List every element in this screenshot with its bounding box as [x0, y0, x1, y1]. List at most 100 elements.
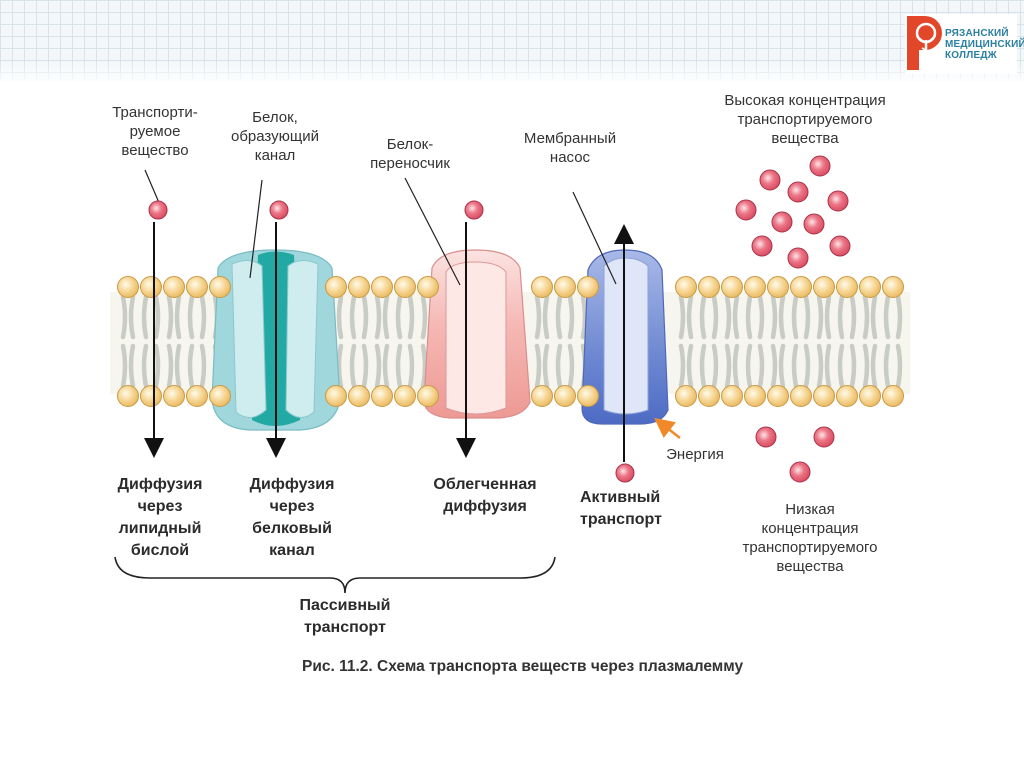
- molecule: [751, 235, 773, 257]
- lipid-tail: [395, 343, 403, 389]
- label-high-concentration: Высокая концентрация транспортируемого в…: [724, 92, 886, 147]
- lipid-head: [790, 385, 812, 407]
- molecule: [789, 461, 811, 483]
- lipid-head: [348, 385, 370, 407]
- lipid-head: [790, 276, 812, 298]
- energy-arrow-icon: [654, 417, 681, 439]
- label-diffusion-protein-channel: Диффузия через белковый канал: [249, 476, 335, 559]
- lipid-head: [163, 385, 185, 407]
- lipid-head: [721, 385, 743, 407]
- pointer-line-pump: [572, 191, 617, 285]
- lipid-tail: [420, 343, 428, 389]
- lipid-tail: [745, 294, 753, 340]
- lipid-tail: [407, 294, 415, 340]
- lipid-tail: [166, 294, 174, 340]
- low-concentration-molecules: [755, 426, 835, 483]
- lipid-head: [859, 276, 881, 298]
- college-name-line-2: МЕДИЦИНСКИЙ: [945, 39, 1024, 50]
- lipid-head: [554, 276, 576, 298]
- molecule-active-transport: [615, 463, 635, 483]
- lipid-tail: [791, 294, 799, 340]
- lipid-head: [394, 385, 416, 407]
- lipid-head: [675, 276, 697, 298]
- rzmk-logo-icon: [907, 16, 942, 70]
- molecule: [787, 181, 809, 203]
- lipid-head: [767, 385, 789, 407]
- label-active-transport: Активный транспорт: [580, 489, 662, 528]
- lipid-head: [813, 276, 835, 298]
- lipid-tail: [678, 343, 686, 389]
- lipid-head: [348, 276, 370, 298]
- lipid-tail: [686, 294, 694, 340]
- carrier-protein: [423, 249, 531, 419]
- lipid-head: [836, 276, 858, 298]
- lipid-tail: [199, 343, 207, 389]
- lipid-head: [186, 276, 208, 298]
- lipid-tail: [336, 343, 344, 389]
- lipid-tail: [555, 343, 563, 389]
- lipid-tail: [120, 343, 128, 389]
- college-name-line-3: КОЛЛЕДЖ: [945, 50, 997, 61]
- lipid-tail: [803, 294, 811, 340]
- label-channel-protein: Белок, образующий канал: [230, 109, 319, 164]
- lipid-tail: [336, 294, 344, 340]
- lipid-tail: [699, 343, 707, 389]
- lipid-tail: [770, 294, 778, 340]
- lipid-tail: [374, 294, 382, 340]
- lipid-head: [721, 276, 743, 298]
- lipid-head: [813, 385, 835, 407]
- molecule-lipid-diffusion: [148, 200, 168, 220]
- lipid-tail: [757, 294, 765, 340]
- lipid-head: [117, 276, 139, 298]
- lipid-heads: [117, 276, 904, 407]
- lipid-tail: [791, 343, 799, 389]
- lipid-head: [531, 385, 553, 407]
- lipid-tail: [732, 343, 740, 389]
- lipid-head: [140, 385, 162, 407]
- lipid-head: [859, 385, 881, 407]
- lipid-head: [744, 276, 766, 298]
- lipid-tail: [361, 294, 369, 340]
- label-facilitated-diffusion: Облегченная диффузия: [433, 476, 537, 515]
- lipid-head: [117, 385, 139, 407]
- lipid-tail: [883, 343, 891, 389]
- lipid-tail: [711, 343, 719, 389]
- lipid-head: [394, 276, 416, 298]
- lipid-head: [698, 385, 720, 407]
- lipid-head: [698, 276, 720, 298]
- lipid-head: [767, 276, 789, 298]
- lipid-tail: [778, 343, 786, 389]
- lipid-head: [882, 385, 904, 407]
- lipid-tail: [745, 343, 753, 389]
- lipid-tail: [567, 343, 575, 389]
- molecule: [771, 211, 793, 233]
- lipid-tail: [349, 294, 357, 340]
- lipid-tail: [724, 343, 732, 389]
- lipid-tail: [141, 343, 149, 389]
- lipid-tail: [883, 294, 891, 340]
- lipid-head: [325, 385, 347, 407]
- lipid-tail: [420, 294, 428, 340]
- lipid-tail: [699, 294, 707, 340]
- lipid-tail: [837, 343, 845, 389]
- molecule: [755, 426, 777, 448]
- lipid-tail: [862, 294, 870, 340]
- lipid-tail: [895, 343, 903, 389]
- label-membrane-pump: Мембранный насос: [523, 130, 617, 166]
- lipid-head: [325, 276, 347, 298]
- lipid-tail: [580, 294, 588, 340]
- lipid-tail: [686, 343, 694, 389]
- lipid-tail: [803, 343, 811, 389]
- lipid-tail: [678, 294, 686, 340]
- lipid-tail: [174, 294, 182, 340]
- molecule: [809, 155, 831, 177]
- lipid-head: [186, 385, 208, 407]
- lipid-tail: [534, 343, 542, 389]
- lipid-head: [209, 385, 231, 407]
- figure-caption: Рис. 11.2. Схема транспорта веществ чере…: [302, 658, 744, 675]
- lipid-tail: [849, 343, 857, 389]
- slide-header-fade: [0, 60, 1024, 86]
- lipid-tail: [567, 294, 575, 340]
- college-name: РЯЗАНСКИЙ МЕДИЦИНСКИЙ КОЛЛЕДЖ: [945, 28, 1024, 61]
